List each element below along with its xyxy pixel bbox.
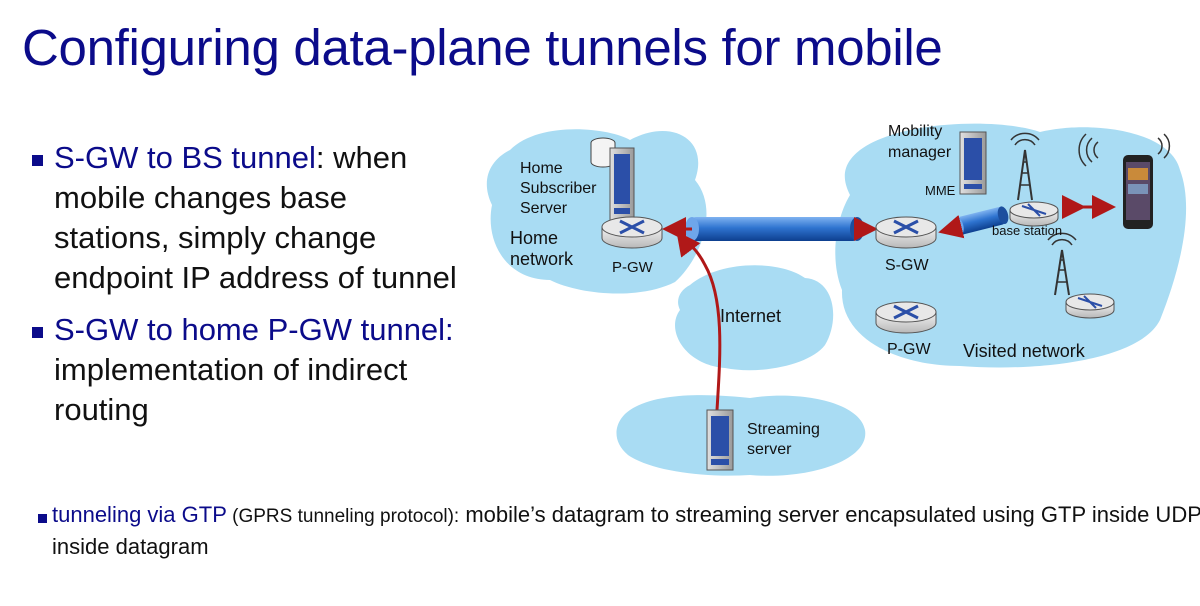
mme-server-icon (959, 131, 987, 195)
home-network-label-1: Home (510, 228, 558, 248)
hss-label-1: Home (520, 160, 563, 177)
visited-pgw-router-icon (875, 301, 937, 334)
internet-path-arrow (676, 231, 722, 411)
mme-label: MME (925, 183, 956, 198)
bullet-sgw-bs-tunnel: S-GW to BS tunnel: when mobile changes b… (30, 138, 470, 298)
visited-pgw-label: P-GW (887, 341, 931, 358)
bullet-square-icon (38, 514, 47, 523)
visited-network-label: Visited network (963, 341, 1086, 361)
streaming-server-cloud (616, 395, 866, 476)
bullet-list: S-GW to BS tunnel: when mobile changes b… (30, 138, 470, 442)
footer-highlight: tunneling via GTP (52, 502, 227, 527)
bullet-highlight: S-GW to home P-GW tunnel: (54, 312, 454, 347)
bullet-highlight: S-GW to BS tunnel (54, 140, 316, 175)
home-pgw-router-icon (601, 216, 663, 249)
internet-label: Internet (720, 306, 781, 326)
streaming-server-label-1: Streaming (747, 421, 820, 438)
sgw-bs-arrow (938, 214, 965, 239)
footer-small: (GPRS tunneling protocol): (226, 506, 460, 527)
bullet-square-icon (32, 155, 43, 166)
base-station-label: base station (992, 223, 1062, 238)
mobile-phone-icon (1078, 133, 1171, 229)
home-subscriber-server-icon (590, 137, 635, 221)
bullet-sgw-pgw-tunnel: S-GW to home P-GW tunnel: implementation… (30, 310, 470, 430)
hss-label-3: Server (520, 200, 568, 217)
home-network-cloud (486, 129, 707, 294)
bullet-text: : when mobile changes base stations, sim… (54, 140, 457, 295)
base-station-icon (1009, 132, 1059, 227)
sgw-label: S-GW (885, 257, 929, 274)
home-pgw-label: P-GW (612, 259, 654, 276)
slide-title: Configuring data-plane tunnels for mobil… (22, 19, 943, 76)
mobility-manager-label-2: manager (888, 144, 952, 161)
base-station-2-icon (1047, 232, 1115, 319)
mobility-manager-label-1: Mobility (888, 123, 942, 140)
sgw-router-icon (875, 216, 937, 249)
home-network-label-2: network (510, 249, 574, 269)
footer-text: mobile’s datagram to streaming server en… (52, 502, 1200, 559)
streaming-server-label-2: server (747, 441, 792, 458)
streaming-server-icon (706, 409, 734, 471)
network-diagram: Home Subscriber Server Home network P-GW… (486, 123, 1187, 476)
bullet-square-icon (32, 327, 43, 338)
gtp-tunnel-pipe (685, 217, 864, 241)
footer-note: tunneling via GTP (GPRS tunneling protoc… (30, 500, 1200, 562)
hss-label-2: Subscriber (520, 180, 597, 197)
bullet-text: implementation of indirect routing (54, 352, 408, 427)
